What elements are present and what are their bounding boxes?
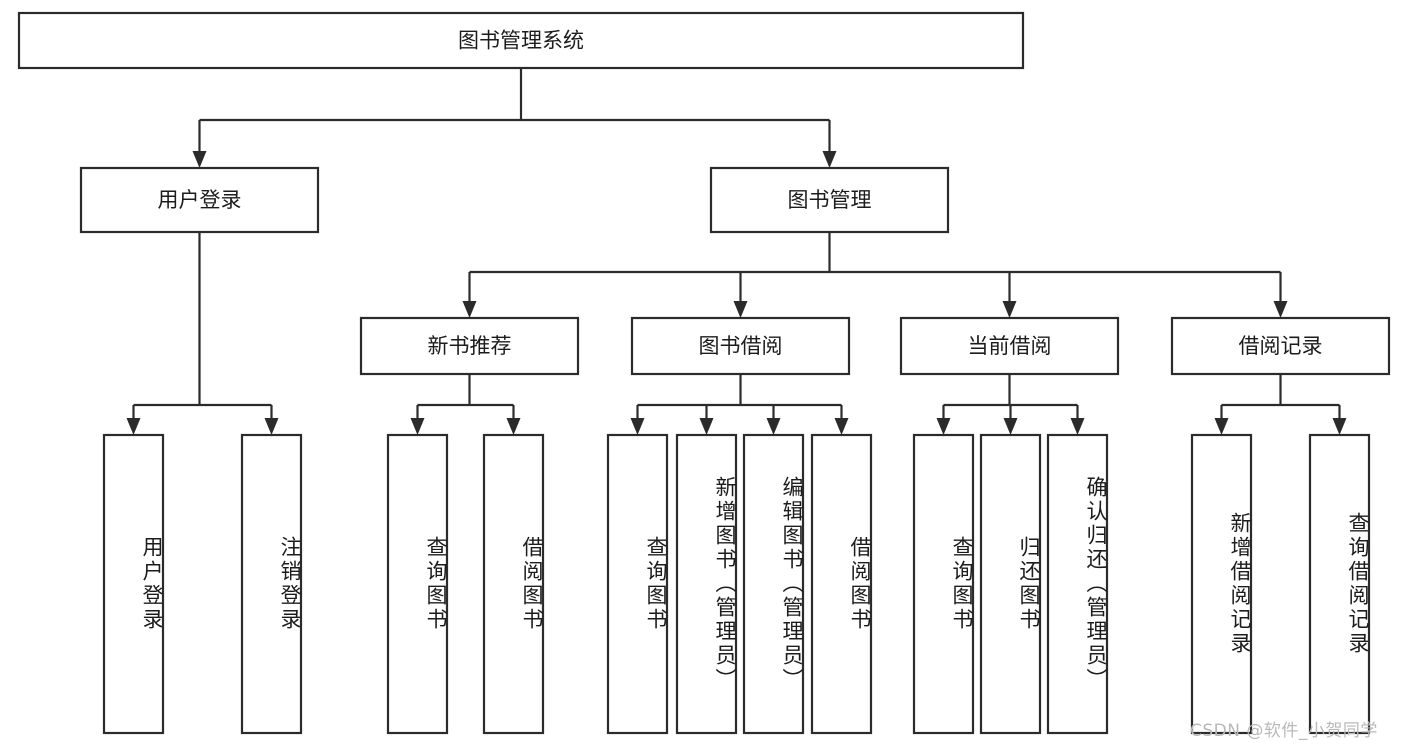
book-management-to-level3-arrow-3 xyxy=(1273,301,1288,318)
user-login-to-leaves-arrow-1 xyxy=(264,418,279,435)
book-borrow-to-leaves-arrow-3 xyxy=(834,418,849,435)
leaf-node-box[interactable] xyxy=(979,433,1042,735)
level3-node-box[interactable] xyxy=(899,316,1120,376)
level3-node-box[interactable] xyxy=(359,316,580,376)
level2-node-label: 用户登录 xyxy=(158,188,242,212)
leaf-node-box[interactable] xyxy=(1046,433,1109,735)
level3-node-label: 新书推荐 xyxy=(428,334,512,358)
root-to-level2-arrow-0 xyxy=(192,151,207,168)
leaf-node-box[interactable] xyxy=(742,433,805,735)
leaf-node-box[interactable] xyxy=(606,433,669,735)
level2-node-box[interactable] xyxy=(79,166,320,234)
level3-node-label: 借阅记录 xyxy=(1239,334,1323,358)
leaf-node-box[interactable] xyxy=(912,433,975,735)
root-to-level2-arrow-1 xyxy=(822,151,837,168)
new-book-recommend-to-leaves-arrow-0 xyxy=(410,418,425,435)
new-book-recommend-to-leaves-arrow-1 xyxy=(506,418,521,435)
leaf-node-box[interactable] xyxy=(386,433,449,735)
level3-node-box[interactable] xyxy=(630,316,851,376)
book-borrow-to-leaves-arrow-0 xyxy=(630,418,645,435)
book-borrow-to-leaves-arrow-2 xyxy=(766,418,781,435)
leaf-node-box[interactable] xyxy=(240,433,303,735)
root-node-label: 图书管理系统 xyxy=(458,29,584,53)
leaf-node-box[interactable] xyxy=(1190,433,1253,735)
leaf-node-box[interactable] xyxy=(482,433,545,735)
borrow-record-to-leaves-arrow-0 xyxy=(1214,418,1229,435)
level2-node-box[interactable] xyxy=(709,166,950,234)
connectors-layer xyxy=(126,68,1347,435)
level3-node-label: 图书借阅 xyxy=(699,334,783,358)
book-management-to-level3-arrow-2 xyxy=(1002,301,1017,318)
current-borrow-to-leaves-arrow-2 xyxy=(1070,418,1085,435)
leaf-node-box[interactable] xyxy=(102,433,165,735)
root-node-box[interactable] xyxy=(17,11,1025,70)
leaf-node-box[interactable] xyxy=(810,433,873,735)
level3-node-label: 当前借阅 xyxy=(968,334,1052,358)
leaf-node-box[interactable] xyxy=(675,433,738,735)
boxes-layer xyxy=(17,11,1391,735)
level3-node-box[interactable] xyxy=(1170,316,1391,376)
book-borrow-to-leaves-arrow-1 xyxy=(699,418,714,435)
current-borrow-to-leaves-arrow-1 xyxy=(1003,418,1018,435)
current-borrow-to-leaves-arrow-0 xyxy=(936,418,951,435)
user-login-to-leaves-arrow-0 xyxy=(126,418,141,435)
leaf-node-box[interactable] xyxy=(1308,433,1371,735)
csdn-watermark: CSDN @软件_小贺同学 xyxy=(1190,721,1378,741)
borrow-record-to-leaves-arrow-1 xyxy=(1332,418,1347,435)
book-management-to-level3-arrow-0 xyxy=(462,301,477,318)
book-management-to-level3-arrow-1 xyxy=(733,301,748,318)
level2-node-label: 图书管理 xyxy=(788,188,872,212)
